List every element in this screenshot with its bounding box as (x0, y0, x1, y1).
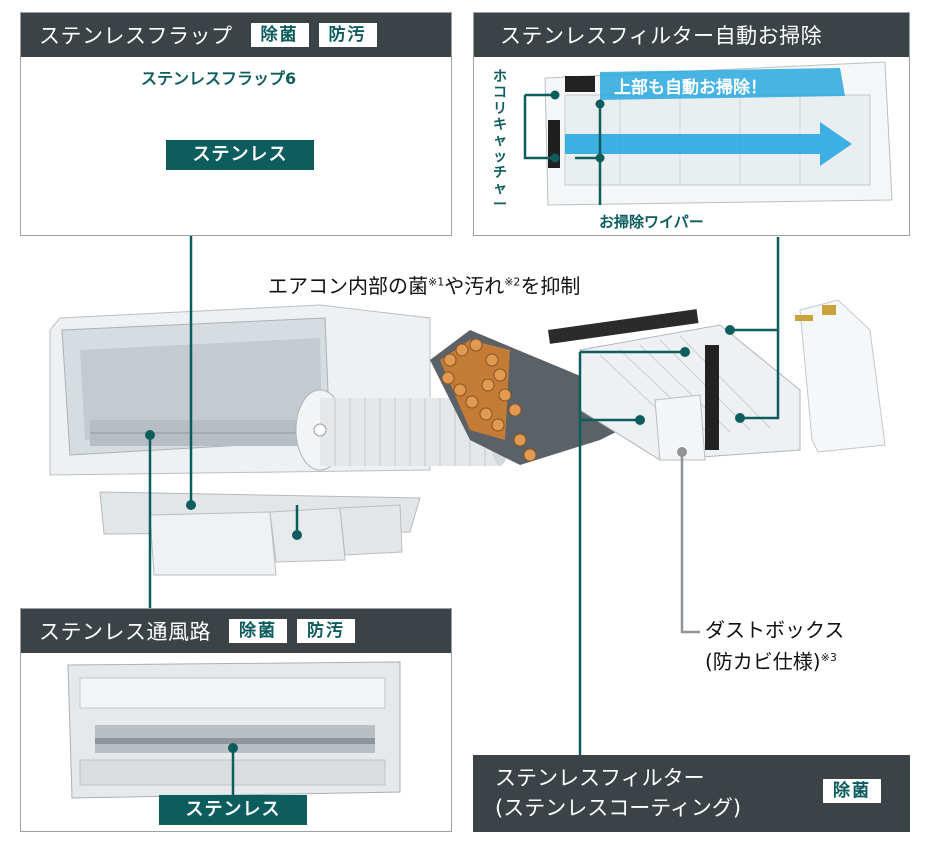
filter-clean-panel-title: ステンレスフィルター自動お掃除 (500, 24, 823, 48)
duct-material-label: ステンレス (159, 795, 307, 825)
duct-badge-sterilize: 除菌 (229, 619, 287, 643)
flap-panel: ステンレスフラップ 除菌 防汚 ステンレスフラップ6 ステンレス (20, 12, 452, 236)
flap-badge-sterilize: 除菌 (250, 23, 309, 47)
flap-material-label: ステンレス (166, 140, 314, 170)
duct-panel: ステンレス通風路 除菌 防汚 ステンレス (20, 608, 452, 832)
dust-box-line2: (防カビ仕様) (705, 649, 821, 674)
flap-badge-antifouling: 防汚 (318, 23, 377, 47)
ac-unit-body (49, 304, 431, 476)
filter-frame (548, 309, 801, 461)
center-caption-part3: を抑制 (520, 274, 581, 298)
filter-panel-title-line2: (ステンレスコーティング) (495, 796, 742, 820)
note-1: ※1 (428, 275, 445, 289)
top-clean-callout: 上部も自動お掃除！ (614, 78, 767, 98)
note-3: ※3 (820, 651, 837, 664)
filter-clean-panel: ステンレスフィルター自動お掃除 上部も自動お掃除！ ホコリキャッチャー お掃除ワ… (473, 12, 910, 236)
dust-catcher-label: ホコリキャッチャー (493, 69, 507, 213)
dust-box-connector (677, 447, 700, 634)
filter-badge-sterilize: 除菌 (823, 779, 881, 803)
flap-panel-header: ステンレスフラップ 除菌 防汚 (21, 13, 451, 57)
duct-panel-header: ステンレス通風路 除菌 防汚 (21, 609, 451, 653)
flap-caption: ステンレスフラップ6 (141, 69, 297, 88)
duct-panel-title: ステンレス通風路 (39, 620, 211, 644)
heat-exchanger (430, 330, 640, 465)
connector-dots (145, 325, 745, 540)
duct-illustration (67, 661, 401, 799)
center-caption: エアコン内部の菌※1や汚れ※2を抑制 (268, 270, 580, 299)
flaps (99, 491, 421, 576)
dust-box-label: ダストボックス (防カビ仕様)※3 (705, 616, 844, 676)
connector-lines (148, 235, 780, 755)
filter-panel-title-line1: ステンレスフィルター (495, 766, 705, 790)
flap-panel-title: ステンレスフラップ (39, 24, 233, 48)
filter-panel: ステンレスフィルター (ステンレスコーティング) 除菌 (473, 755, 910, 832)
front-panel (795, 299, 886, 453)
filter-clean-illustration (523, 61, 893, 206)
duct-badge-antifouling: 防汚 (297, 619, 355, 643)
center-caption-part2: や汚れ (444, 274, 505, 298)
wiper-label: お掃除ワイパー (599, 213, 704, 231)
filter-clean-panel-header: ステンレスフィルター自動お掃除 (474, 13, 909, 57)
note-2: ※2 (504, 275, 521, 289)
center-caption-part1: エアコン内部の菌 (268, 274, 428, 298)
dust-box-line1: ダストボックス (705, 618, 845, 642)
